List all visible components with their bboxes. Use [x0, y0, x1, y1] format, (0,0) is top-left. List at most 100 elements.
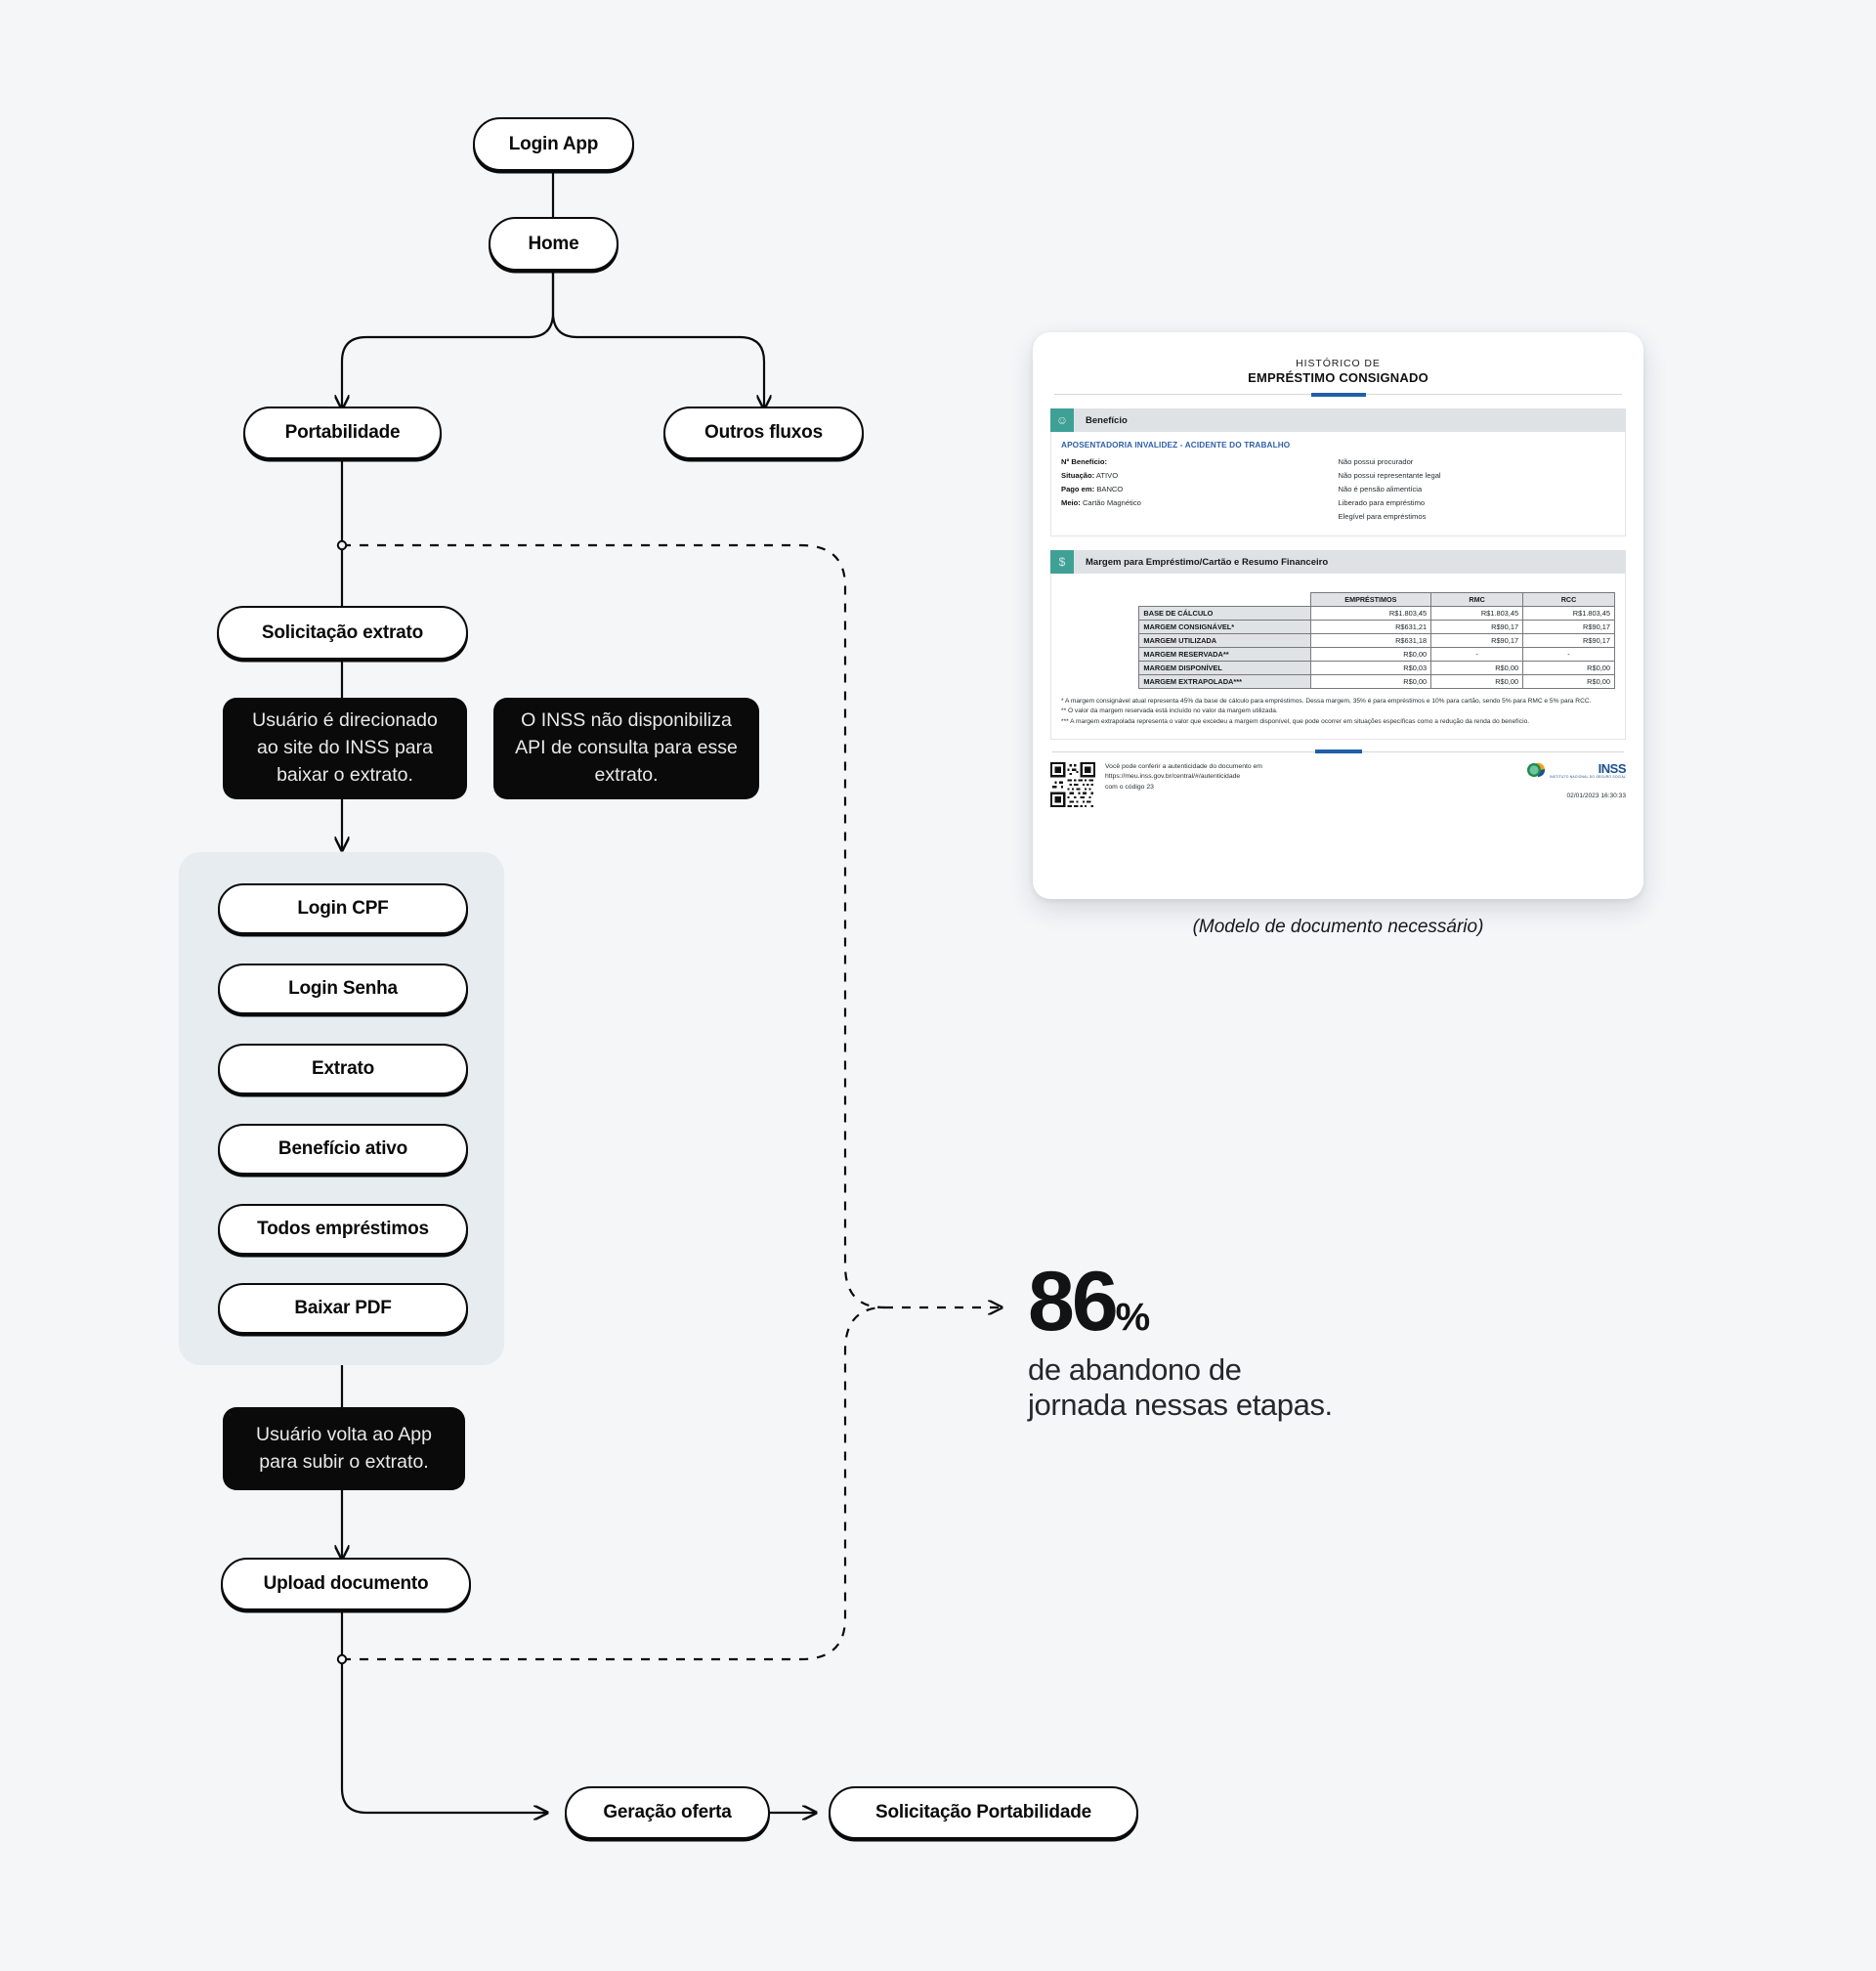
node-upload-documento-label: Upload documento: [263, 1573, 429, 1594]
node-todos-emprestimos-label: Todos empréstimos: [257, 1219, 429, 1239]
beneficio-key-3: Meio:: [1061, 498, 1081, 508]
document-footer: Você pode conferir a autenticidade do do…: [1050, 761, 1627, 807]
document-caption-text: (Modelo de documento necessário): [1192, 917, 1484, 937]
row-label-4: MARGEM DISPONÍVEL: [1138, 661, 1311, 676]
node-login-cpf[interactable]: Login CPF: [218, 883, 468, 934]
node-outros-fluxos[interactable]: Outros fluxos: [663, 407, 864, 459]
node-home[interactable]: Home: [489, 217, 618, 271]
node-solicitacao-portabilidade-label: Solicitação Portabilidade: [875, 1802, 1091, 1822]
qr-code-icon: [1050, 761, 1095, 807]
th-emprestimos: EMPRÉSTIMOS: [1309, 592, 1432, 608]
beneficio-heading: APOSENTADORIA INVALIDEZ - ACIDENTE DO TR…: [1061, 441, 1291, 450]
node-login-app-label: Login App: [508, 133, 599, 154]
beneficio-right-column: Não possui procurador Não possui represe…: [1339, 455, 1616, 524]
row-1-col-0: R$631,21: [1309, 620, 1432, 635]
row-label-2: MARGEM UTILIZADA: [1138, 633, 1311, 649]
node-solicitacao-extrato[interactable]: Solicitação extrato: [217, 606, 468, 660]
node-geracao-oferta-label: Geração oferta: [603, 1802, 732, 1822]
row-1-col-2: R$90,17: [1522, 620, 1615, 635]
beneficio-val-3: Cartão Magnético: [1082, 498, 1141, 508]
financial-note-0: * A margem consignável atual representa …: [1061, 698, 1592, 706]
row-4-col-0: R$0,03: [1309, 661, 1432, 676]
node-login-app[interactable]: Login App: [473, 117, 634, 171]
node-outros-fluxos-label: Outros fluxos: [704, 422, 823, 443]
row-5-col-2: R$0,00: [1522, 674, 1615, 690]
table-row: MARGEM DISPONÍVEL R$0,03 R$0,00 R$0,00: [1138, 661, 1615, 676]
abandon-rate-unit: %: [1115, 1296, 1151, 1339]
row-0-col-2: R$1.803,45: [1522, 606, 1615, 621]
document-caption: (Modelo de documento necessário): [1033, 917, 1643, 938]
document-title-small: HISTÓRICO DE: [1296, 358, 1381, 369]
node-extrato-label: Extrato: [311, 1058, 375, 1079]
note-volta-app-text: Usuário volta ao App para subir o extrat…: [256, 1423, 432, 1473]
node-portabilidade[interactable]: Portabilidade: [243, 407, 442, 459]
section-beneficio-body: APOSENTADORIA INVALIDEZ - ACIDENTE DO TR…: [1050, 432, 1626, 537]
document-title: HISTÓRICO DE EMPRÉSTIMO CONSIGNADO: [1050, 346, 1626, 385]
abandon-rate-callout: 86% de abandono de jornada nessas etapas…: [1028, 1260, 1556, 1424]
person-icon: ☺: [1050, 408, 1074, 432]
beneficio-status-2: Não é pensão alimentícia: [1338, 485, 1423, 494]
node-login-senha-label: Login Senha: [288, 978, 398, 999]
document-title-big: EMPRÉSTIMO CONSIGNADO: [1248, 370, 1428, 385]
node-baixar-pdf-label: Baixar PDF: [294, 1298, 392, 1318]
row-4-col-2: R$0,00: [1522, 661, 1615, 676]
node-portabilidade-label: Portabilidade: [284, 422, 401, 443]
note-volta-app: Usuário volta ao App para subir o extrat…: [223, 1407, 465, 1490]
note-no-api-text: O INSS não disponibiliza API de consulta…: [515, 709, 738, 786]
table-row: MARGEM UTILIZADA R$631,18 R$90,17 R$90,1…: [1138, 633, 1615, 649]
beneficio-val-2: BANCO: [1096, 485, 1124, 494]
row-3-col-2: -: [1522, 647, 1615, 663]
footer-auth-code: com o código 23: [1105, 783, 1154, 791]
th-blank: [1139, 593, 1310, 607]
row-2-col-2: R$90,17: [1522, 633, 1615, 649]
row-3-col-1: -: [1430, 647, 1524, 663]
note-inss-site-text: Usuário é direcionado ao site do INSS pa…: [252, 709, 438, 786]
abandon-rate-line2: jornada nessas etapas.: [1028, 1388, 1333, 1423]
row-label-3: MARGEM RESERVADA**: [1138, 647, 1311, 663]
beneficio-left-column: Nº Benefício: Situação: ATIVO Pago em: B…: [1061, 455, 1339, 524]
node-login-senha[interactable]: Login Senha: [218, 964, 468, 1014]
table-row: MARGEM CONSIGNÁVEL* R$631,21 R$90,17 R$9…: [1138, 620, 1615, 635]
document-footer-divider: [1052, 750, 1624, 752]
node-todos-emprestimos[interactable]: Todos empréstimos: [218, 1204, 468, 1255]
row-5-col-1: R$0,00: [1430, 674, 1524, 690]
row-4-col-1: R$0,00: [1430, 661, 1524, 676]
footer-auth-url: https://meu.inss.gov.br/central/#/autent…: [1105, 773, 1241, 781]
document-timestamp: 02/01/2023 16:30:33: [1566, 792, 1627, 799]
node-beneficio-ativo-label: Benefício ativo: [277, 1138, 408, 1159]
node-solicitacao-portabilidade[interactable]: Solicitação Portabilidade: [829, 1786, 1138, 1839]
section-beneficio-title: Benefício: [1086, 414, 1128, 426]
table-row: MARGEM RESERVADA** R$0,00 - -: [1138, 647, 1615, 663]
document-header-divider: [1054, 394, 1622, 395]
row-0-col-0: R$1.803,45: [1309, 606, 1432, 621]
row-label-1: MARGEM CONSIGNÁVEL*: [1138, 620, 1311, 635]
row-label-5: MARGEM EXTRAPOLADA***: [1138, 674, 1311, 690]
node-geracao-oferta[interactable]: Geração oferta: [565, 1786, 770, 1839]
node-beneficio-ativo[interactable]: Benefício ativo: [218, 1124, 468, 1175]
beneficio-val-1: ATIVO: [1095, 471, 1119, 481]
financial-note-2: *** A margem extrapolada representa o va…: [1061, 717, 1530, 725]
row-2-col-1: R$90,17: [1430, 633, 1524, 649]
financial-notes: * A margem consignável atual representa …: [1061, 697, 1615, 727]
beneficio-key-0: Nº Benefício:: [1061, 457, 1108, 466]
footer-auth-line1: Você pode conferir a autenticidade do do…: [1105, 762, 1262, 770]
inss-subtitle: INSTITUTO NACIONAL DO SEGURO SOCIAL: [1549, 774, 1626, 779]
section-margem-body: EMPRÉSTIMOS RMC RCC BASE DE CÁLCULO R$1.…: [1050, 574, 1626, 740]
node-extrato[interactable]: Extrato: [218, 1044, 468, 1094]
table-row: BASE DE CÁLCULO R$1.803,45 R$1.803,45 R$…: [1138, 606, 1615, 621]
row-label-0: BASE DE CÁLCULO: [1138, 606, 1311, 621]
node-solicitacao-extrato-label: Solicitação extrato: [261, 621, 424, 643]
node-upload-documento[interactable]: Upload documento: [221, 1558, 471, 1610]
beneficio-key-1: Situação:: [1061, 471, 1095, 481]
node-home-label: Home: [528, 233, 579, 254]
row-1-col-1: R$90,17: [1430, 620, 1524, 635]
node-baixar-pdf[interactable]: Baixar PDF: [218, 1283, 468, 1334]
inss-emblem-icon: [1526, 763, 1546, 778]
financial-table: EMPRÉSTIMOS RMC RCC BASE DE CÁLCULO R$1.…: [1138, 592, 1615, 690]
beneficio-status-elegivel: Elegível para empréstimos: [1338, 512, 1427, 522]
section-beneficio-header: ☺ Benefício: [1050, 408, 1626, 432]
note-no-api: O INSS não disponibiliza API de consulta…: [493, 698, 759, 799]
inss-logo: INSS INSTITUTO NACIONAL DO SEGURO SOCIAL: [1526, 762, 1627, 779]
financial-note-1: ** O valor da margem reservada está incl…: [1061, 707, 1278, 715]
